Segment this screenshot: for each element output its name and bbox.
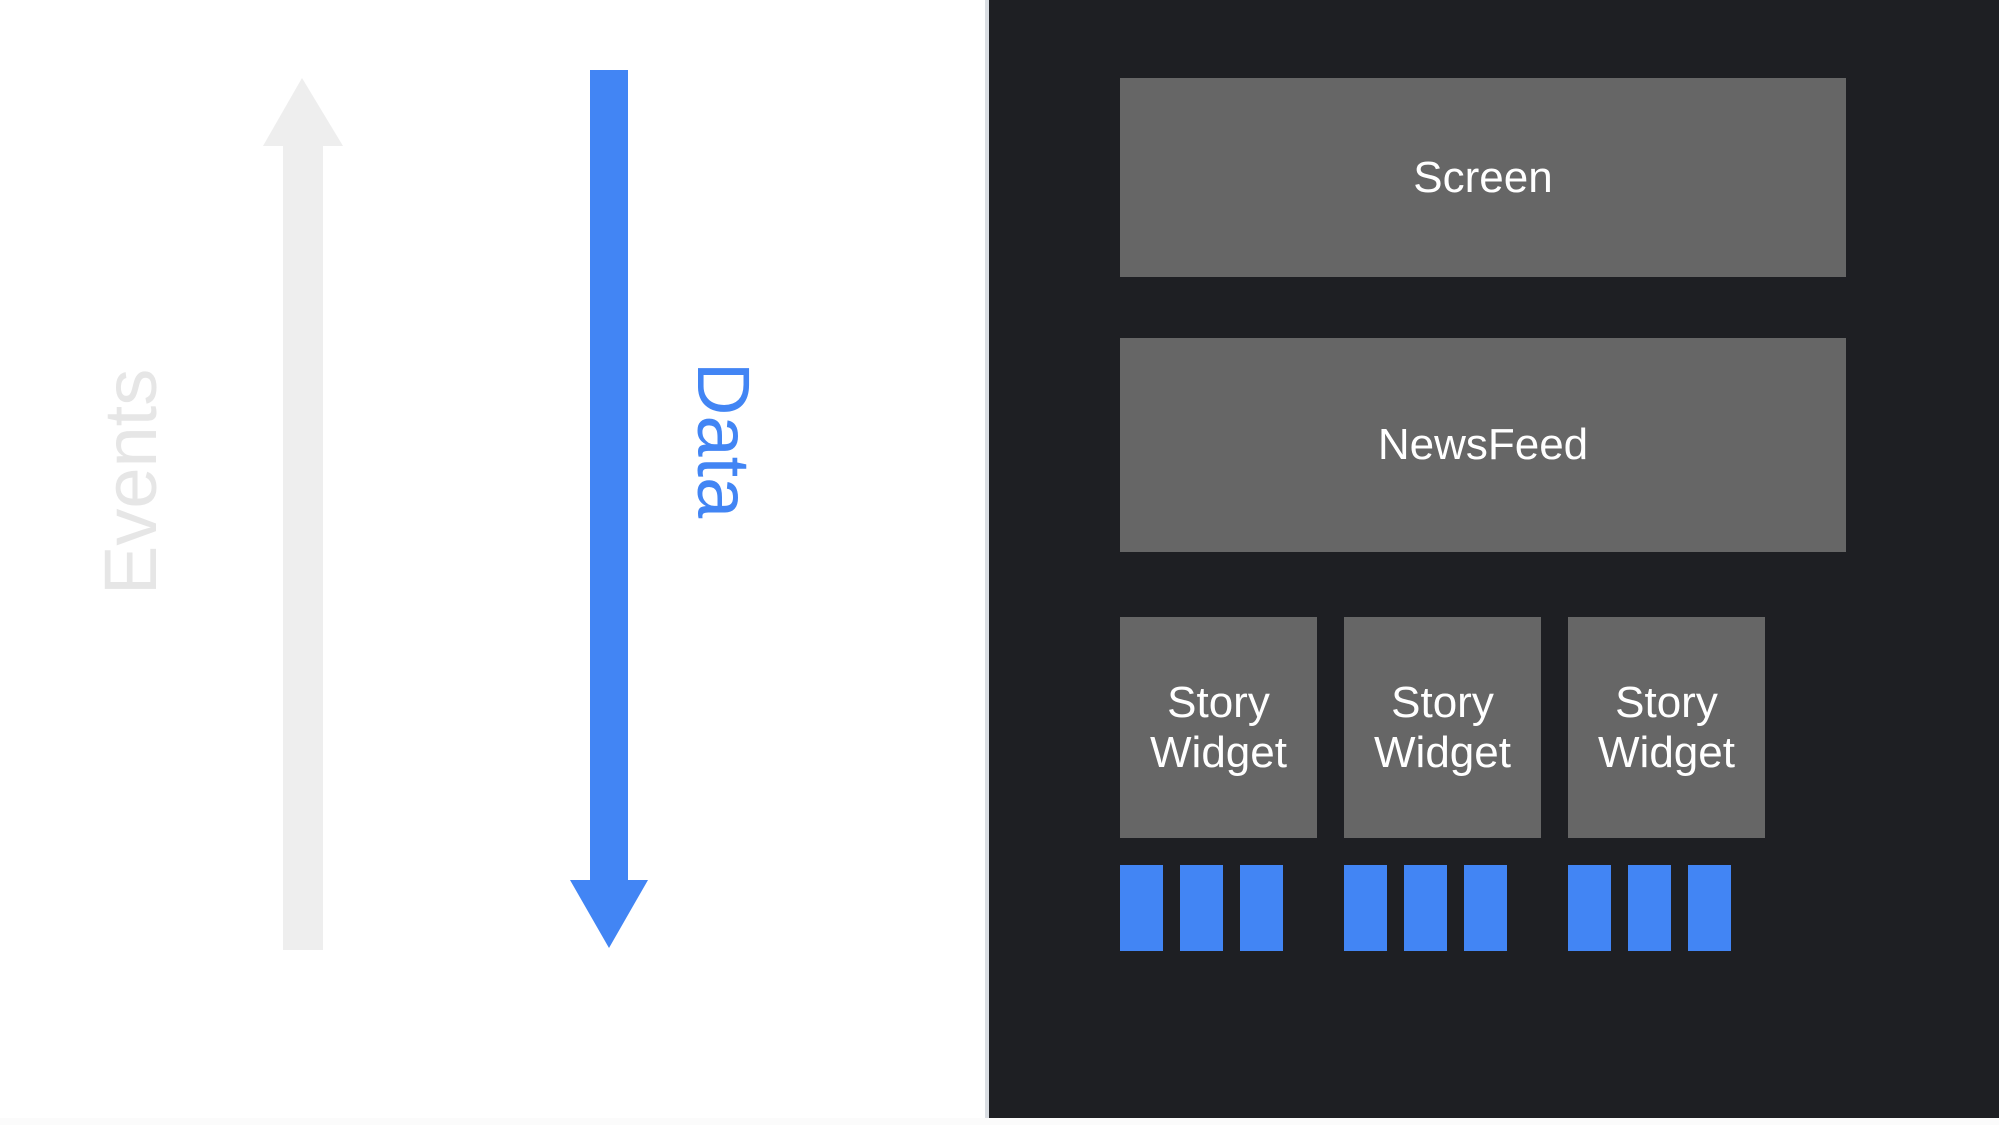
leaf-node[interactable] [1120, 865, 1163, 951]
widget-tree-panel: Screen NewsFeed Story Widget Story Widge… [989, 0, 1999, 1118]
node-newsfeed[interactable]: NewsFeed [1120, 338, 1846, 552]
leaf-node[interactable] [1344, 865, 1387, 951]
leaf-node[interactable] [1464, 865, 1507, 951]
panel-divider [985, 0, 989, 1118]
data-label: Data [682, 362, 765, 519]
leaf-node[interactable] [1180, 865, 1223, 951]
node-story-widget[interactable]: Story Widget [1120, 617, 1317, 838]
data-arrow-down-icon [570, 70, 648, 948]
node-story-widget[interactable]: Story Widget [1568, 617, 1765, 838]
leaf-node[interactable] [1404, 865, 1447, 951]
leaf-group [1120, 865, 1283, 951]
events-arrow-up-icon [263, 78, 343, 950]
leaf-group [1344, 865, 1507, 951]
bottom-edge-strip [0, 1118, 1999, 1125]
leaf-group [1568, 865, 1731, 951]
flow-panel: Events Data [0, 0, 986, 1118]
node-screen[interactable]: Screen [1120, 78, 1846, 277]
node-story-widget[interactable]: Story Widget [1344, 617, 1541, 838]
leaf-node[interactable] [1628, 865, 1671, 951]
leaf-node[interactable] [1568, 865, 1611, 951]
leaf-node[interactable] [1688, 865, 1731, 951]
events-label: Events [89, 368, 172, 595]
leaf-node[interactable] [1240, 865, 1283, 951]
